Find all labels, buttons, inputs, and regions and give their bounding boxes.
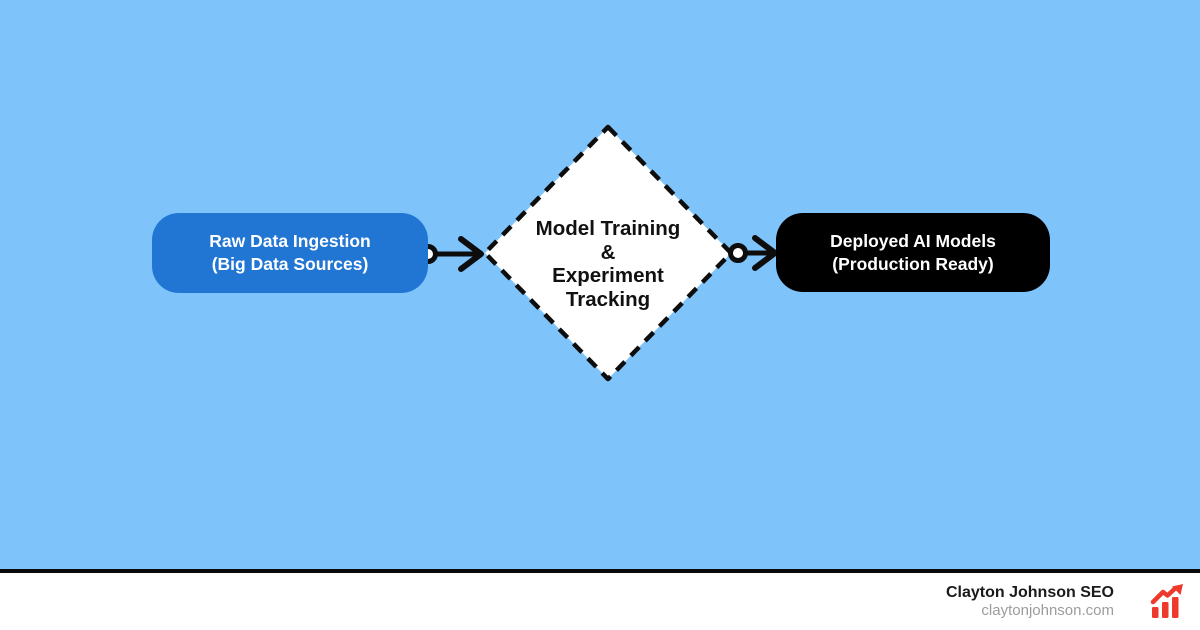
node-deployed-line2: (Production Ready)	[832, 253, 994, 274]
node-raw-data-line2: (Big Data Sources)	[211, 254, 369, 274]
left-connector	[418, 236, 484, 272]
node-deployed-ai-models: Deployed AI Models (Production Ready)	[776, 213, 1050, 292]
right-connector-start-dot	[728, 243, 748, 263]
node-deployed-line1: Deployed AI Models	[830, 230, 996, 251]
right-connector-arrowhead	[752, 235, 778, 271]
growth-chart-icon	[1150, 583, 1183, 618]
right-connector	[728, 235, 778, 271]
node-raw-data-line1: Raw Data Ingestion	[209, 231, 371, 252]
footer-text-block: Clayton Johnson SEO claytonjohnson.com	[946, 583, 1114, 620]
brand-name: Clayton Johnson SEO	[945, 584, 1114, 601]
diamond-label-line4: Tracking	[565, 287, 651, 311]
diamond-label-line1: Model Training	[535, 217, 681, 240]
node-raw-data-ingestion: Raw Data Ingestion (Big Data Sources)	[152, 213, 428, 293]
left-connector-arrowhead	[458, 236, 484, 272]
brand-website: claytonjohnson.com	[981, 602, 1114, 619]
process-diamond-shape	[482, 124, 734, 382]
node-model-training-label: Model Training & Experiment Tracking	[498, 217, 718, 311]
diamond-label-line3: Experiment	[552, 264, 664, 287]
footer-branding-bar: Clayton Johnson SEO claytonjohnson.com	[0, 569, 1200, 630]
diamond-label-line2: &	[600, 240, 616, 264]
